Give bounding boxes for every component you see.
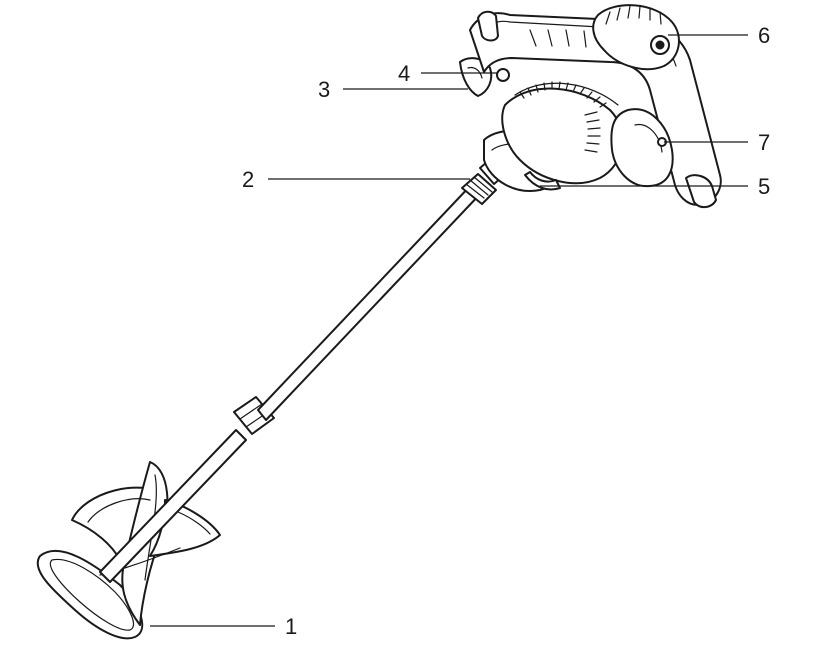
callout-labels: 1 2 3 4 5 6 7 (242, 23, 770, 639)
callout-6: 6 (758, 23, 770, 48)
callout-5: 5 (758, 174, 770, 199)
callout-3: 3 (318, 77, 330, 102)
lock-button (496, 68, 510, 82)
callout-2: 2 (242, 167, 254, 192)
handle-frame (469, 4, 722, 208)
side-gear-teeth (584, 111, 601, 153)
callout-7: 7 (758, 130, 770, 155)
motor-housing (459, 57, 624, 192)
mixing-shaft (99, 155, 509, 583)
callout-1: 1 (285, 614, 297, 639)
leader-lines (150, 34, 748, 627)
callout-4: 4 (398, 61, 410, 86)
collar-ring (524, 171, 561, 191)
gear-ribs (519, 81, 607, 108)
